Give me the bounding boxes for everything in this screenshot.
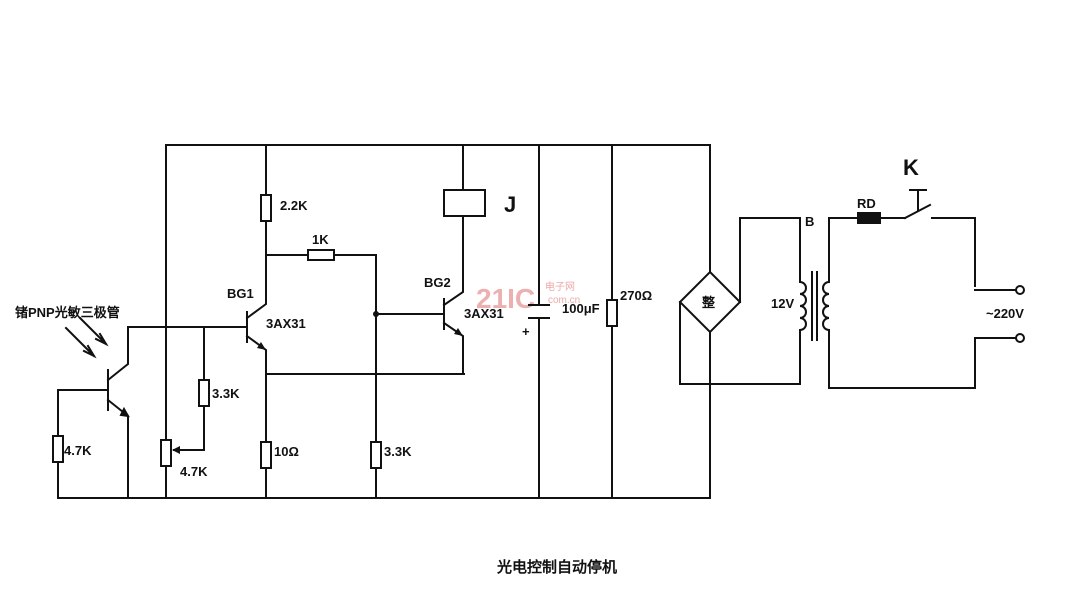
light-arrow-2	[78, 316, 109, 347]
mains-label: ~220V	[986, 306, 1024, 321]
transistor-bg1	[245, 251, 465, 375]
r-sensor-label: 4.7K	[64, 443, 92, 458]
watermark-logo: 21IC 电子网 com.cn	[476, 280, 580, 314]
resistor-4k7-sensor	[52, 435, 64, 463]
bridge-rectifier	[678, 270, 742, 334]
watermark-sub2: com.cn	[548, 295, 580, 306]
r-coupling-wire	[265, 254, 445, 315]
switch-k	[903, 189, 976, 287]
transformer-b	[798, 217, 976, 389]
pot-label: 4.7K	[180, 464, 208, 479]
capacitor-100uf	[528, 304, 550, 319]
cap-plus-label: +	[522, 324, 530, 339]
light-arrow-1	[64, 326, 97, 359]
r-coupling-label: 1K	[312, 232, 329, 247]
r-bias-label: 3.3K	[212, 386, 240, 401]
resistor-270ohm	[606, 299, 618, 327]
pot-wiper-wire	[173, 326, 205, 451]
resistor-10ohm	[260, 441, 272, 469]
resistor-3k3-base2	[370, 441, 382, 469]
terminal-top	[1015, 285, 1025, 295]
terminal-bottom	[1015, 333, 1025, 343]
q2-name-label: BG2	[424, 275, 451, 290]
watermark-sub1: 电子网	[545, 280, 575, 293]
bridge-ac-wire-1	[679, 301, 801, 385]
transformer-label: B	[805, 214, 814, 229]
transistor-bg2	[442, 216, 464, 375]
resistor-2k2	[260, 194, 272, 222]
pot-wiper-arrow	[172, 446, 180, 454]
r-load-label: 270Ω	[620, 288, 652, 303]
r-emitter-label: 10Ω	[274, 444, 299, 459]
watermark-text: 21IC	[476, 283, 535, 314]
relay-label: J	[504, 192, 516, 217]
cap-label: 100μF	[562, 301, 600, 316]
r-collector-label: 2.2K	[280, 198, 308, 213]
q2-type-label: 3AX31	[464, 306, 504, 321]
q1-type-label: 3AX31	[266, 316, 306, 331]
diagram-title: 光电控制自动停机	[496, 558, 617, 576]
potentiometer-4k7	[160, 439, 172, 467]
switch-label: K	[903, 155, 919, 180]
bridge-label: 整	[701, 295, 716, 310]
sensor-label: 锗PNP光敏三极管	[15, 305, 120, 320]
fuse-label: RD	[857, 196, 876, 211]
relay-coil	[443, 189, 486, 217]
resistor-1k	[307, 249, 335, 261]
fuse-rd	[857, 212, 881, 224]
bridge-ac-wire-2	[739, 217, 801, 303]
r-base2-label: 3.3K	[384, 444, 412, 459]
sec-voltage-label: 12V	[771, 296, 794, 311]
phototransistor	[57, 316, 248, 499]
resistor-3k3-bias	[198, 379, 210, 407]
q1-name-label: BG1	[227, 286, 254, 301]
